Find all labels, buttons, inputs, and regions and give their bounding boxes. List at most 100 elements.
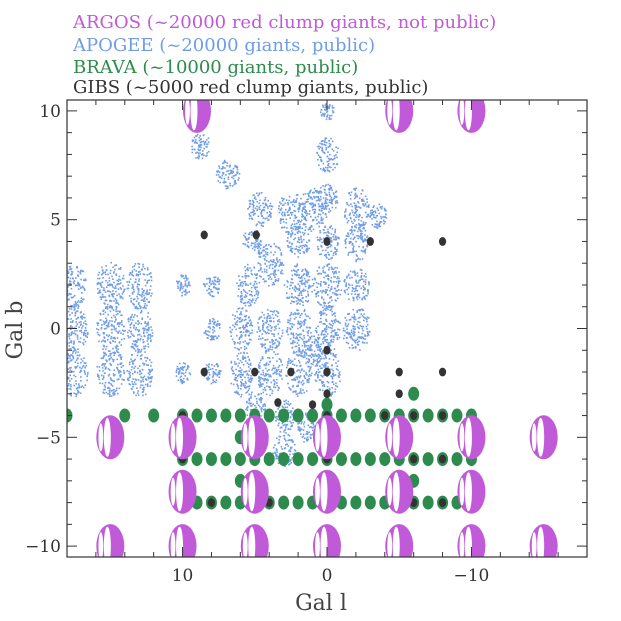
apogee-star	[305, 412, 307, 415]
apogee-star	[211, 376, 214, 378]
apogee-star	[277, 278, 280, 280]
apogee-star	[355, 226, 358, 229]
apogee-star	[298, 426, 301, 429]
apogee-star	[324, 106, 326, 109]
apogee-star	[358, 245, 360, 248]
apogee-star	[238, 342, 241, 345]
apogee-star	[128, 274, 131, 276]
apogee-star	[364, 229, 367, 232]
apogee-star	[230, 335, 232, 337]
apogee-star	[285, 231, 287, 233]
apogee-star	[310, 353, 313, 355]
apogee-star	[148, 279, 150, 281]
apogee-star	[120, 295, 122, 298]
apogee-star	[273, 383, 276, 385]
apogee-star	[295, 297, 298, 299]
apogee-star	[79, 301, 81, 304]
apogee-star	[144, 345, 147, 347]
apogee-star	[151, 335, 154, 337]
apogee-star	[281, 226, 284, 229]
apogee-star	[72, 357, 75, 360]
apogee-star	[329, 243, 332, 246]
apogee-star	[118, 275, 121, 278]
apogee-star	[295, 393, 298, 396]
apogee-star	[120, 338, 123, 341]
apogee-star	[271, 267, 274, 270]
apogee-field	[230, 349, 254, 398]
apogee-star	[260, 393, 262, 395]
apogee-star	[62, 334, 64, 336]
apogee-star	[364, 195, 367, 198]
apogee-star	[68, 282, 71, 285]
apogee-star	[275, 279, 277, 281]
apogee-star	[299, 322, 302, 325]
apogee-star	[363, 280, 365, 283]
apogee-star	[218, 376, 221, 379]
apogee-star	[258, 380, 261, 382]
apogee-star	[70, 334, 72, 337]
apogee-star	[264, 378, 266, 380]
apogee-star	[114, 390, 117, 392]
apogee-star	[359, 207, 362, 209]
apogee-star	[351, 276, 353, 279]
apogee-star	[327, 275, 330, 277]
apogee-star	[305, 413, 307, 416]
apogee-star	[222, 165, 224, 168]
apogee-star	[102, 296, 105, 298]
apogee-star	[253, 294, 256, 297]
apogee-star	[206, 364, 208, 366]
apogee-star	[122, 364, 124, 367]
apogee-star	[374, 211, 377, 214]
apogee-star	[144, 322, 146, 324]
apogee-star	[271, 339, 273, 341]
apogee-star	[364, 338, 366, 340]
apogee-star	[278, 373, 280, 375]
apogee-star	[302, 274, 304, 277]
apogee-star	[281, 200, 284, 202]
apogee-star	[269, 345, 272, 347]
apogee-star	[344, 291, 346, 294]
apogee-star	[325, 147, 328, 149]
apogee-star	[320, 198, 322, 201]
apogee-star	[324, 185, 326, 188]
apogee-star	[309, 226, 312, 229]
apogee-star	[360, 234, 362, 236]
apogee-star	[120, 366, 123, 369]
apogee-star	[330, 241, 333, 243]
apogee-star	[294, 345, 297, 348]
apogee-star	[359, 236, 362, 239]
apogee-star	[300, 369, 303, 372]
apogee-star	[68, 345, 71, 347]
apogee-star	[257, 221, 260, 223]
apogee-star	[217, 292, 219, 294]
apogee-star	[187, 366, 190, 368]
apogee-star	[67, 270, 69, 273]
apogee-star	[274, 251, 276, 253]
apogee-star	[325, 305, 328, 307]
apogee-star	[205, 143, 208, 146]
apogee-star	[244, 269, 247, 272]
apogee-star	[322, 197, 325, 199]
apogee-star	[299, 388, 302, 390]
apogee-star	[192, 139, 195, 142]
apogee-star	[287, 360, 289, 363]
apogee-star	[318, 266, 321, 269]
apogee-star	[252, 201, 255, 204]
apogee-star	[298, 280, 301, 283]
apogee-star	[325, 193, 327, 195]
apogee-star	[265, 332, 268, 335]
apogee-star	[75, 383, 77, 385]
apogee-star	[328, 169, 330, 172]
apogee-star	[84, 289, 86, 291]
apogee-star	[354, 229, 356, 232]
apogee-star	[120, 288, 123, 290]
apogee-star	[76, 266, 78, 268]
apogee-star	[138, 333, 141, 336]
apogee-star	[103, 309, 105, 312]
apogee-star	[244, 326, 247, 329]
apogee-star	[296, 370, 298, 372]
apogee-star	[217, 277, 219, 279]
apogee-star	[110, 261, 112, 264]
apogee-star	[352, 271, 354, 273]
apogee-star	[330, 257, 332, 260]
